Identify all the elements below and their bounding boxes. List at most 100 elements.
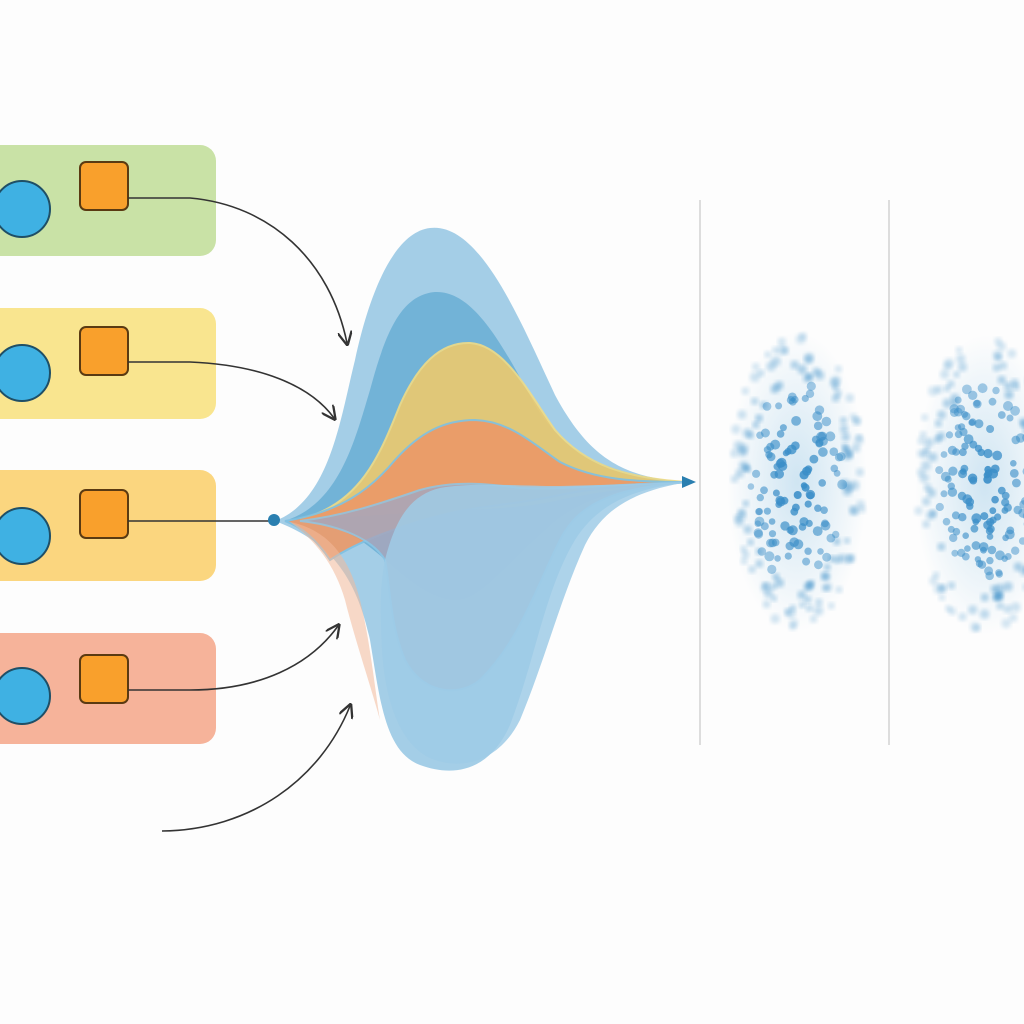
cloud-point — [750, 397, 759, 405]
cloud-point — [983, 520, 993, 530]
cloud-point — [949, 408, 959, 417]
cloud-point — [774, 555, 781, 562]
cloud-point — [744, 465, 751, 473]
cloud-point — [942, 398, 952, 408]
cloud-point — [959, 427, 968, 437]
cloud-point — [962, 384, 972, 395]
cloud-point — [774, 381, 784, 390]
cloud-point — [1001, 498, 1010, 507]
cloud-point — [983, 448, 993, 459]
cloud-point — [789, 604, 797, 612]
cloud-point — [956, 354, 966, 364]
cloud-point — [986, 425, 995, 433]
cloud-point — [834, 389, 842, 398]
distribution-layer-front-blue — [380, 482, 688, 764]
square-icon — [79, 161, 129, 211]
cloud-point — [821, 572, 831, 581]
cloud-point — [954, 424, 962, 431]
cloud-point — [986, 533, 994, 540]
cloud-point — [917, 437, 926, 445]
input-card-green — [0, 145, 216, 256]
cloud-point — [858, 506, 866, 514]
cloud-point — [980, 512, 989, 521]
cloud-point — [814, 560, 823, 570]
cloud-point — [970, 524, 979, 533]
cloud-point — [828, 602, 835, 610]
cloud-point — [923, 446, 931, 453]
cloud-point — [746, 431, 755, 439]
square-icon — [79, 326, 129, 376]
cloud-point — [795, 334, 806, 345]
cloud-point — [986, 556, 994, 565]
cloud-point — [833, 537, 841, 546]
cloud-point — [992, 450, 1003, 461]
distribution-layer-salmon-tail — [290, 522, 380, 720]
cloud-point — [756, 431, 764, 439]
cloud-point — [770, 439, 781, 450]
cloud-point — [919, 431, 927, 439]
cloud-point — [733, 514, 742, 523]
cloud-point — [1006, 526, 1015, 535]
cloud-point — [950, 393, 960, 403]
connector-arrow-2 — [128, 361, 334, 418]
flow-nodes — [268, 476, 696, 526]
cloud-point — [770, 614, 780, 624]
cloud-point — [938, 594, 946, 601]
cloud-point — [1004, 382, 1013, 391]
cloud-point — [842, 450, 853, 461]
cloud-point — [730, 475, 739, 483]
cloud-point — [987, 545, 997, 555]
cloud-point — [955, 346, 963, 354]
cloud-point — [837, 479, 848, 490]
cloud-point — [754, 529, 764, 539]
cloud-point — [850, 506, 859, 516]
cloud-point — [785, 541, 795, 551]
cloud-point — [809, 615, 818, 623]
cloud-point — [756, 493, 764, 502]
cloud-point — [834, 453, 844, 462]
cloud-point — [767, 564, 777, 575]
cloud-point — [1001, 618, 1011, 629]
cloud-point — [804, 547, 812, 555]
cloud-point — [847, 553, 856, 563]
cloud-point — [730, 449, 739, 458]
cloud-point — [1004, 390, 1014, 400]
cloud-point — [928, 386, 939, 396]
cloud-point — [851, 443, 861, 453]
cloud-point — [916, 468, 925, 477]
cloud-point — [968, 390, 978, 400]
cloud-point — [928, 452, 938, 462]
cloud-point — [992, 363, 1001, 372]
cloud-point — [921, 497, 931, 506]
cloud-point — [841, 432, 850, 442]
cloud-point — [791, 416, 801, 426]
cloud-point — [787, 392, 797, 402]
cloud-point — [992, 386, 1000, 395]
cloud-point — [977, 448, 985, 457]
cloud-point — [811, 435, 820, 444]
cloud-point — [992, 350, 1003, 361]
output-arrow-head — [682, 476, 696, 488]
input-card-red — [0, 633, 216, 744]
cloud-point — [752, 421, 760, 429]
cloud-point — [947, 380, 955, 388]
cloud-point — [980, 593, 989, 602]
cloud-point — [832, 384, 840, 392]
cloud-point — [843, 537, 851, 544]
cloud-point — [777, 337, 786, 346]
cloud-point — [818, 479, 826, 487]
cloud-point — [1010, 460, 1017, 467]
cloud-point — [779, 424, 787, 432]
cloud-point — [839, 416, 848, 425]
cloud-point — [924, 437, 934, 448]
cloud-point — [777, 345, 788, 355]
cloud-point — [1001, 507, 1009, 514]
cloud-point — [942, 517, 951, 526]
cloud-point — [741, 387, 749, 395]
cloud-point — [742, 500, 750, 507]
cloud-point — [989, 507, 997, 515]
input-card-orange — [0, 470, 216, 581]
cloud-point — [820, 520, 831, 531]
cloud-point — [921, 413, 929, 421]
cloud-point — [972, 518, 980, 526]
